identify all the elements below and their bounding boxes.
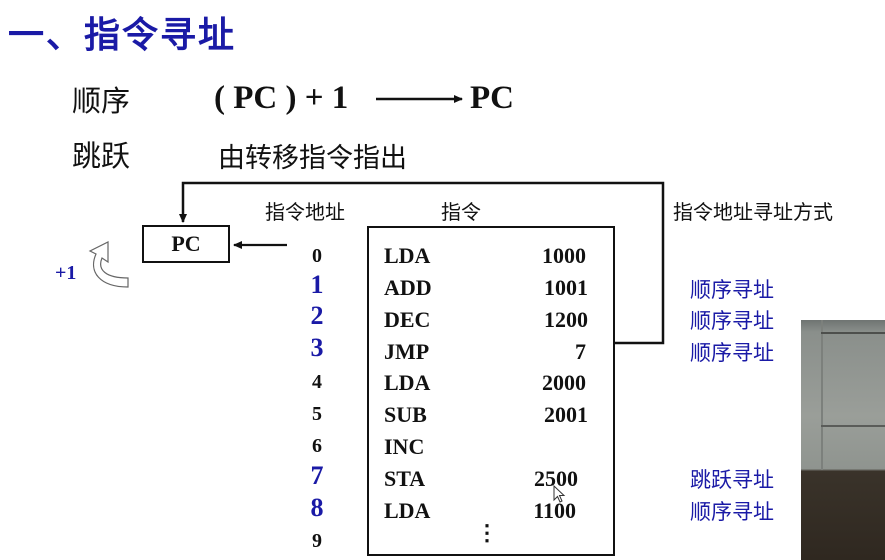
- opcode-0: LDA: [384, 243, 431, 268]
- mode-2: 顺序寻址: [690, 309, 774, 333]
- opcode-2: DEC: [384, 307, 431, 332]
- address-3: 3: [310, 333, 324, 362]
- increment-curved-arrow-icon: [88, 241, 129, 288]
- opcode-5: SUB: [384, 402, 427, 427]
- operand-8: 1100: [533, 498, 576, 523]
- operand-2: 1200: [544, 307, 588, 332]
- mode-1: 顺序寻址: [690, 278, 774, 302]
- opcode-8: LDA: [384, 498, 431, 523]
- operand-4: 2000: [542, 370, 586, 395]
- opcode-7: STA: [384, 466, 426, 491]
- operand-7: 2500: [534, 466, 578, 491]
- address-9: 9: [312, 530, 322, 552]
- opcode-6: INC: [384, 434, 425, 459]
- jump-label: 跳跃: [72, 139, 131, 173]
- ellipsis-icon: ⋮: [476, 520, 498, 545]
- instruction-memory-box: [367, 226, 615, 556]
- instruction-column-header: 指令: [441, 200, 481, 224]
- opcode-3: JMP: [384, 339, 430, 364]
- operand-3: 7: [575, 339, 586, 364]
- jump-feedback-arrow-icon: [179, 181, 665, 345]
- mouse-cursor-icon: [553, 485, 566, 503]
- address-8: 8: [310, 493, 324, 522]
- address-column-header: 指令地址: [265, 200, 345, 224]
- slide-title: 一、指令寻址: [8, 15, 237, 56]
- operand-5: 2001: [544, 402, 588, 427]
- address-5: 5: [312, 403, 322, 425]
- operand-0: 1000: [542, 243, 586, 268]
- address-6: 6: [312, 435, 322, 457]
- mode-3: 顺序寻址: [690, 341, 774, 365]
- increment-label: +1: [55, 262, 77, 284]
- address-4: 4: [312, 371, 322, 393]
- mode-7: 跳跃寻址: [690, 468, 774, 492]
- addressing-mode-column-header: 指令地址寻址方式: [673, 200, 833, 224]
- address-0: 0: [312, 245, 322, 267]
- jump-description: 由转移指令指出: [218, 143, 407, 174]
- address-1: 1: [310, 270, 324, 299]
- formula-left: ( PC ) + 1: [214, 80, 349, 116]
- pc-register: PC: [142, 225, 230, 263]
- webcam-overlay: [801, 320, 885, 560]
- opcode-1: ADD: [384, 275, 432, 300]
- sequential-label: 顺序: [72, 84, 131, 118]
- formula-right: PC: [470, 80, 514, 116]
- mode-8: 顺序寻址: [690, 500, 774, 524]
- address-2: 2: [310, 301, 324, 330]
- operand-1: 1001: [544, 275, 588, 300]
- opcode-4: LDA: [384, 370, 431, 395]
- address-7: 7: [310, 461, 324, 490]
